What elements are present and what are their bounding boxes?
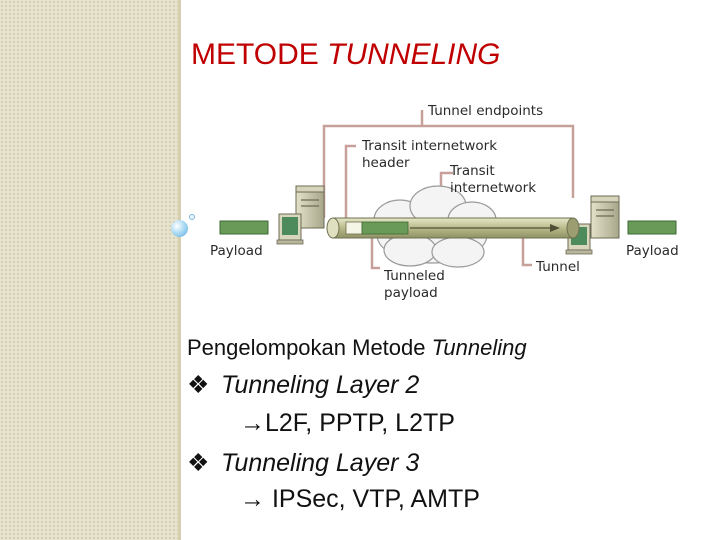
- transit-header-leader: [344, 144, 356, 218]
- label-tunneled-line2: payload: [384, 285, 438, 301]
- computer-right-icon: [565, 195, 620, 255]
- computer-left-icon: [276, 185, 325, 245]
- label-transit-header-line2: header: [362, 155, 410, 171]
- bullet-detail: L2F, PPTP, L2TP: [265, 409, 455, 437]
- tunneling-diagram: Tunnel endpoints Transit internetwork he…: [200, 90, 700, 310]
- endpoints-bracket: [322, 124, 575, 218]
- transit-header-box: [345, 221, 363, 235]
- label-tunnel-endpoints: Tunnel endpoints: [427, 103, 543, 119]
- subtitle-italic: Tunneling: [431, 335, 527, 360]
- leader-lines: [322, 110, 575, 270]
- tunneled-payload-leader: [370, 236, 380, 270]
- tunneling-diagram-svg: Tunnel endpoints Transit internetwork he…: [210, 103, 679, 301]
- bullet-label: Tunneling Layer 3: [221, 449, 420, 477]
- diamond-bullet-icon: ❖: [187, 449, 210, 477]
- decorative-small-circle: [189, 214, 195, 220]
- bullet-layer2-detail: →L2F, PPTP, L2TP: [240, 409, 455, 438]
- tunneled-payload-box: [361, 221, 409, 235]
- payload-box-left: [219, 220, 269, 235]
- title-italic: TUNNELING: [327, 38, 501, 71]
- diamond-bullet-icon: ❖: [187, 371, 210, 399]
- side-divider: [178, 0, 181, 540]
- label-transit-net-line1: Transit: [449, 163, 495, 179]
- bullet-label: Tunneling Layer 2: [221, 371, 420, 399]
- bullet-layer3: ❖ Tunneling Layer 3: [187, 448, 419, 478]
- payload-box-right: [627, 220, 677, 235]
- label-payload-left: Payload: [210, 243, 263, 259]
- bullet-detail: IPSec, VTP, AMTP: [265, 485, 480, 513]
- subtitle: Pengelompokan Metode Tunneling: [187, 335, 527, 361]
- bullet-layer3-detail: → IPSec, VTP, AMTP: [240, 485, 480, 514]
- subtitle-plain: Pengelompokan Metode: [187, 335, 432, 360]
- label-transit-header-line1: Transit internetwork: [361, 138, 497, 154]
- side-panel: [0, 0, 179, 540]
- label-transit-net-line2: internetwork: [450, 180, 536, 196]
- label-payload-right: Payload: [626, 243, 679, 259]
- label-tunnel: Tunnel: [535, 259, 580, 275]
- tunnel-leader: [521, 236, 532, 267]
- bullet-layer2: ❖ Tunneling Layer 2: [187, 370, 419, 400]
- decorative-circle: [171, 220, 188, 237]
- right-arrow-icon: →: [240, 485, 265, 513]
- tunnel-arrow-head: [550, 224, 560, 232]
- label-tunneled-line1: Tunneled: [383, 268, 445, 284]
- right-arrow-icon: →: [240, 409, 265, 437]
- title-plain: METODE: [191, 38, 328, 71]
- slide-title: METODE TUNNELING: [191, 38, 501, 72]
- tunnel-pipe: [326, 217, 580, 239]
